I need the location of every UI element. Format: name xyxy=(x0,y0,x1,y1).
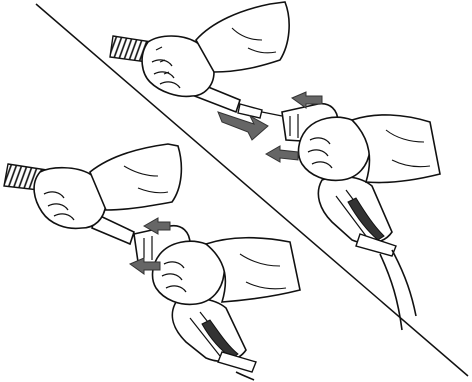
bottom-arrow-press-in-lower xyxy=(128,257,161,275)
top-right-hand xyxy=(297,116,372,182)
top-arrow-press-in-upper xyxy=(290,91,323,109)
bottom-right-sleeve xyxy=(204,236,301,303)
panel-divider xyxy=(35,3,469,377)
top-arrow-press-in-lower xyxy=(264,145,299,163)
top-panel xyxy=(109,1,441,331)
top-left-sleeve xyxy=(195,1,290,73)
bottom-left-hand xyxy=(33,166,108,230)
bottom-left-sleeve xyxy=(89,143,183,211)
bottom-panel xyxy=(3,143,301,381)
top-arrow-pull-out xyxy=(217,111,269,141)
top-left-hand xyxy=(141,35,215,98)
top-gun-hose xyxy=(379,253,403,331)
bottom-arrow-press-in-upper xyxy=(142,217,171,235)
top-right-sleeve xyxy=(350,114,441,184)
bottom-gun-hose xyxy=(235,371,255,381)
bottom-right-hand xyxy=(151,240,226,306)
